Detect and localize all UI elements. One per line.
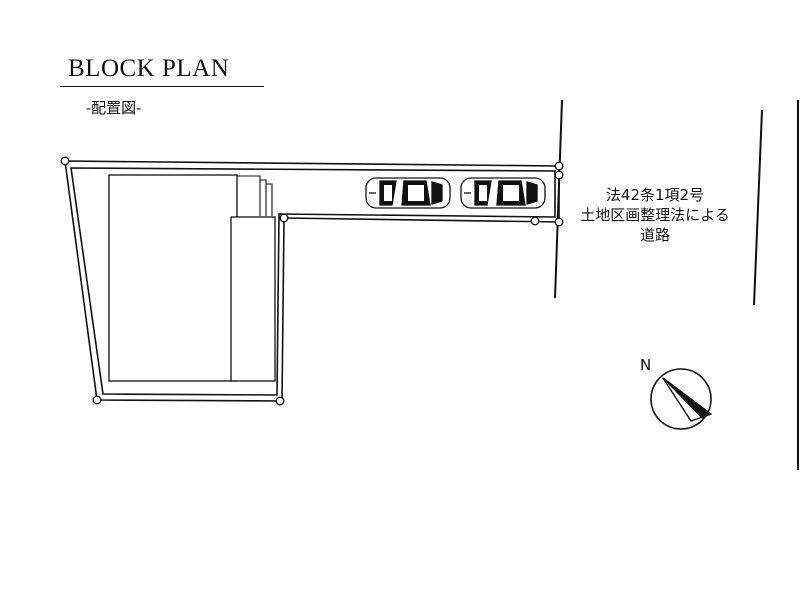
car-icon [460, 177, 546, 209]
building-footprint [108, 174, 238, 382]
road-edge-left [554, 99, 563, 299]
road-label: 法42条1項2号 土地区画整理法による 道路 [565, 185, 745, 245]
plan-title: BLOCK PLAN [68, 55, 230, 82]
north-label: N [640, 356, 652, 374]
boundary-markers [60, 156, 564, 406]
road-label-line: 道路 [639, 226, 670, 244]
title-underline [60, 86, 264, 87]
road-edge-right [753, 109, 763, 306]
north-arrow-icon [650, 368, 712, 430]
lot-boundary-inner [70, 167, 556, 396]
entrance-steps [237, 175, 273, 216]
plan-subtitle: -配置図- [86, 99, 142, 117]
car-icon [365, 177, 451, 209]
building-wing [230, 216, 276, 382]
road-label-line: 法42条1項2号 [605, 186, 705, 204]
road-label-line: 土地区画整理法による [580, 206, 730, 224]
